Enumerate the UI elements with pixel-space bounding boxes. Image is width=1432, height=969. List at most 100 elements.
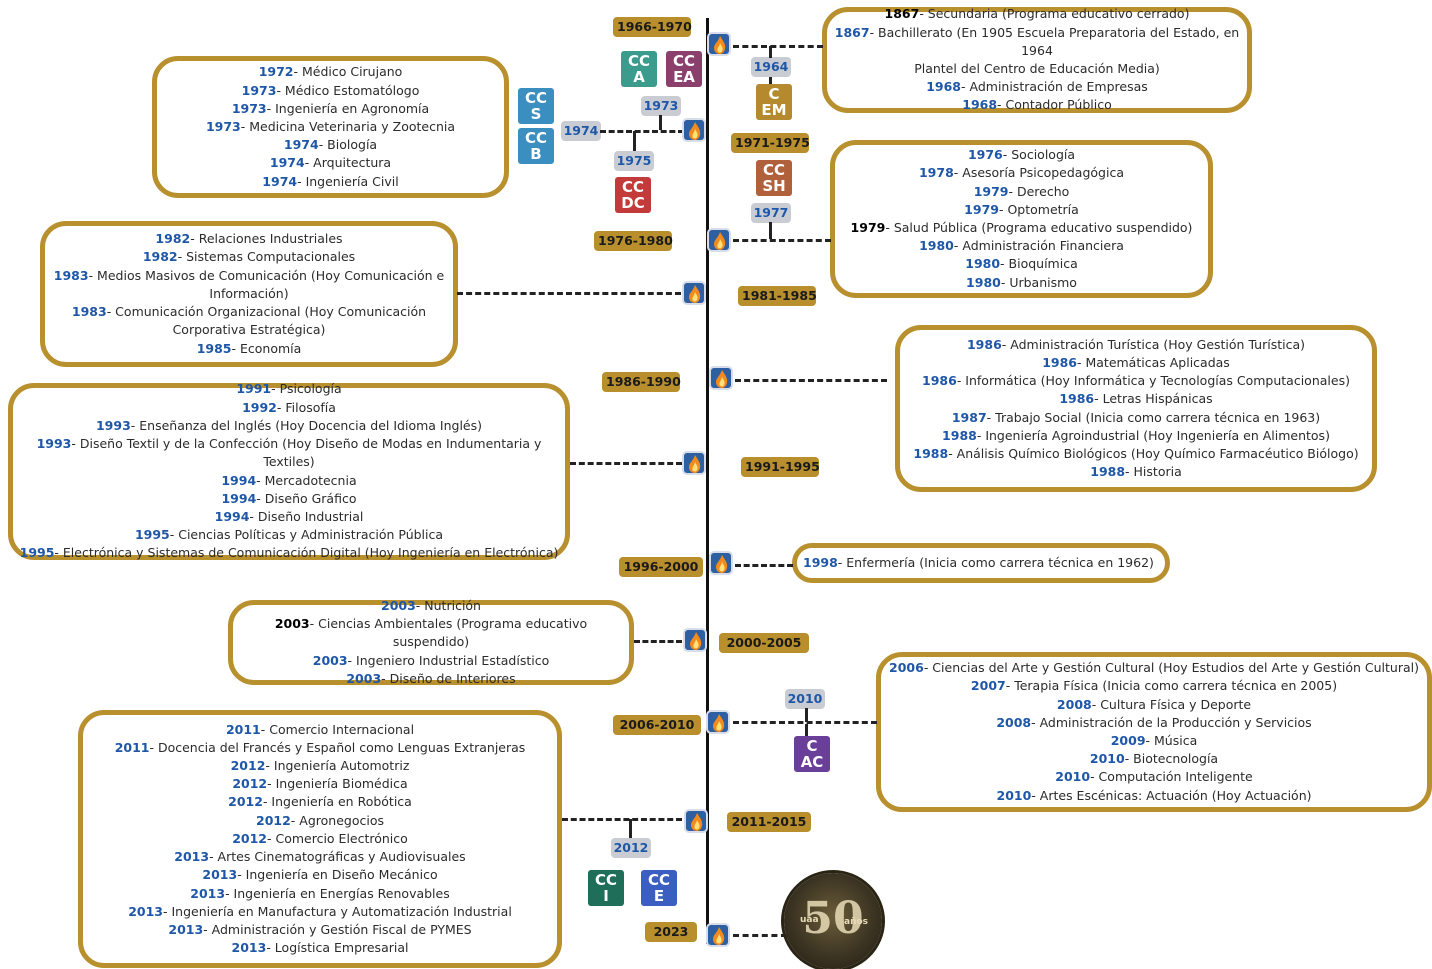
logo-text: C [806,737,818,755]
program-name: - Biotecnología [1124,751,1219,767]
program-name: - Salud Pública (Programa educativo susp… [885,220,1193,235]
program-name: - Administración de la Producción y Serv… [1031,714,1312,730]
timeline-axis [706,18,709,944]
flame-icon [707,32,731,56]
programs-box-1986-1990: 1986- Administración Turística (Hoy Gest… [895,325,1377,492]
program-name: - Ingeniería en Manufactura y Automatiza… [163,903,512,919]
program-entry: 1979- Optometría [841,201,1202,219]
program-year: 1985 [196,340,232,356]
program-name: - Derecho [1008,183,1070,199]
logo-text: CC [621,178,645,196]
program-entry: 2013- Ingeniería en Diseño Mecánico [89,866,551,884]
connector [633,131,636,151]
connector [769,77,772,85]
program-year: 2003 [346,670,382,686]
connector [735,379,887,382]
program-entry: 1988- Historia [906,463,1366,481]
flame-icon [682,451,706,475]
year-tag: 1975 [614,151,654,171]
program-year: 2003 [381,598,416,613]
logo-text: CC [647,871,671,889]
program-year: 1979 [964,201,999,217]
program-entry: 1972- Médico Cirujano [163,63,498,81]
program-entry: 1988- Análisis Químico Biológicos (Hoy Q… [906,445,1366,463]
program-entry: Información) [51,285,447,303]
connector [805,724,808,736]
program-entry: 2003- Nutrición [239,597,623,615]
program-name: - Secundaria (Programa educativo cerrado… [919,6,1190,22]
program-name: - Comercio Electrónico [266,830,408,846]
program-entry: 1994- Mercadotecnia [19,472,559,490]
badge-number: 50 [802,893,864,944]
logo-text: CC [594,871,618,889]
program-year: 1992 [242,399,277,415]
connector [733,721,877,724]
program-year: 1982 [155,231,191,247]
connector [634,640,682,643]
program-name: - Análisis Químico Biológicos (Hoy Quími… [948,445,1359,461]
program-name: - Ingeniería en Energías Renovables [225,885,450,901]
program-name: - Informática (Hoy Informática y Tecnolo… [956,373,1350,389]
program-year: 1968 [962,97,998,113]
program-entry: 1979- Salud Pública (Programa educativo … [841,219,1202,237]
program-entry: 2012- Comercio Electrónico [89,830,551,848]
period-label: 1991-1995 [741,457,820,477]
program-name: - Ciencias Políticas y Administración Pú… [169,527,444,543]
flame-icon [706,710,730,734]
logo-text: S [530,105,542,123]
flame-icon [706,923,730,947]
program-name: Corporativa Estratégica) [172,322,326,338]
connector [735,564,793,567]
program-year: 1980 [966,274,1001,290]
period-label: 2000-2005 [719,633,809,653]
year-tag: 1977 [751,203,791,223]
program-year: 2008 [1056,696,1092,712]
program-year: 1986 [922,373,957,389]
program-year: 2009 [1110,733,1146,748]
logo-text: DC [621,194,645,212]
program-name: - Nutrición [415,598,481,613]
program-year: 1974 [262,173,298,189]
program-entry: 1988- Ingeniería Agroindustrial (Hoy Ing… [906,427,1366,445]
program-entry: 1986- Administración Turística (Hoy Gest… [906,336,1366,354]
program-year: 1973 [205,118,241,134]
program-year: 1987 [951,409,987,425]
program-entry: 1980- Urbanismo [841,274,1202,292]
program-name: - Logística Empresarial [266,940,409,956]
connector [629,819,632,838]
program-name: - Diseño Textil y de la Confección (Hoy … [71,436,542,470]
program-name: - Ingeniería Automotriz [265,758,410,774]
period-label: 1971-1975 [731,133,810,153]
program-entry: 2013- Logística Empresarial [89,939,551,957]
program-entry: 1973- Médico Estomatólogo [163,82,498,100]
program-year: 2011 [114,739,150,755]
program-year: 1995 [134,527,170,543]
connector [733,45,823,48]
program-name: - Música [1145,733,1198,748]
program-year: 1979 [973,183,1009,199]
program-year: 2010 [1089,751,1125,767]
period-label: 1981-1985 [738,286,817,306]
program-entry: 2012- Ingeniería Automotriz [89,757,551,775]
program-entry: 1995- Electrónica y Sistemas de Comunica… [19,544,559,562]
program-year: 2013 [168,921,204,937]
logo-text: CC [524,89,548,107]
program-year: 2010 [996,787,1032,803]
program-year: 1991 [236,381,272,397]
program-year: 1993 [95,417,131,433]
program-name: - Contador Público [997,97,1112,113]
program-entry: 1994- Diseño Gráfico [19,490,559,508]
program-entry: 1978- Asesoría Psicopedagógica [841,164,1202,182]
program-year: 2013 [128,903,163,919]
anniversary-badge: 50 uaa años [784,873,882,969]
connector [769,222,772,239]
program-entry: 1974- Biología [163,136,498,154]
program-year: 1986 [966,336,1002,352]
program-year: 1972 [258,64,294,80]
logo-text: CC [762,161,786,179]
program-entry: 2013- Administración y Gestión Fiscal de… [89,921,551,939]
